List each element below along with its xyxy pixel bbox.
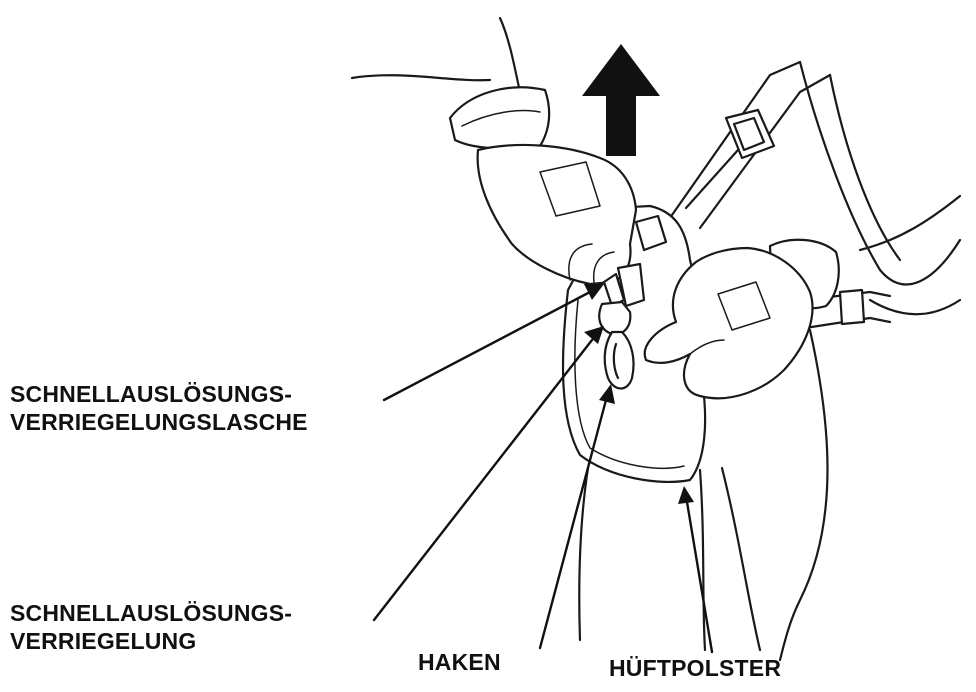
- hook-label: HAKEN: [418, 648, 501, 676]
- quick-release-tab-label-line2: VERRIEGELUNGSLASCHE: [10, 408, 308, 436]
- up-arrow-icon: [582, 44, 660, 156]
- quick-release-tab-label: SCHNELLAUSLÖSUNGS- VERRIEGELUNGSLASCHE: [10, 380, 308, 436]
- quick-release-tab-label-line1: SCHNELLAUSLÖSUNGS-: [10, 380, 308, 408]
- hip-pad-label: HÜFTPOLSTER: [609, 654, 781, 682]
- leader-lock: [374, 326, 604, 620]
- quick-release-lock-label: SCHNELLAUSLÖSUNGS- VERRIEGELUNG: [10, 599, 292, 655]
- hip-pad-label-text: HÜFTPOLSTER: [609, 654, 781, 682]
- strap-buckle: [726, 110, 774, 158]
- quick-release-lock-label-line2: VERRIEGELUNG: [10, 627, 292, 655]
- left-arm: [352, 18, 549, 148]
- hook-label-text: HAKEN: [418, 648, 501, 676]
- quick-release-lock-label-line1: SCHNELLAUSLÖSUNGS-: [10, 599, 292, 627]
- left-glove: [478, 145, 636, 284]
- leader-hip-pad: [678, 486, 712, 652]
